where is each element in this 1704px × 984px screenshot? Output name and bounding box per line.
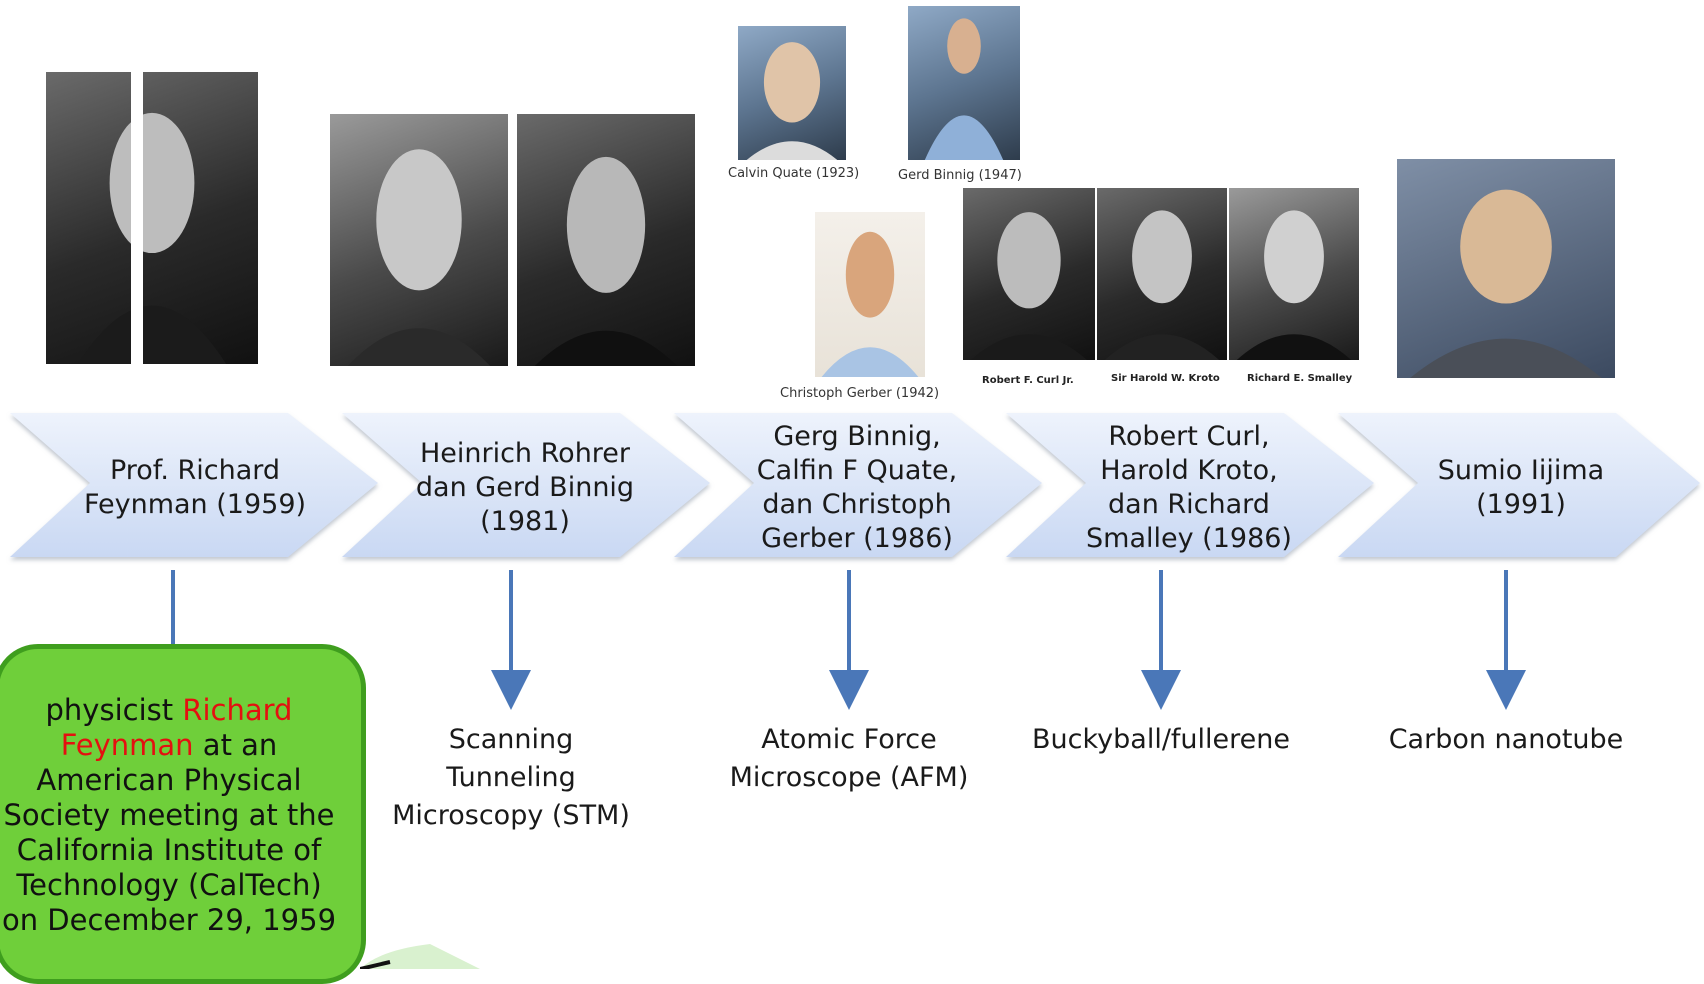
text-line: Tunneling (446, 762, 576, 793)
text-line: Microscope (AFM) (729, 762, 969, 793)
text-line: Microscopy (STM) (392, 800, 630, 831)
text-line: Buckyball/fullerene (1032, 724, 1290, 755)
binnig-photo-color (908, 6, 1020, 160)
caption-quate: Calvin Quate (1923) (728, 166, 860, 181)
event-label-afm: Gerg Binnig,Calfin F Quate,dan Christoph… (742, 413, 972, 563)
text-line: Prof. Richard (109, 455, 281, 486)
chevron-2 (342, 413, 710, 557)
text-line: Sumio Iijima (1437, 455, 1605, 486)
text-line: dan Christoph (762, 489, 952, 520)
caption-binnig: Gerd Binnig (1947) (898, 168, 1022, 183)
text-line: dan Gerd Binnig (415, 472, 635, 503)
text-line: Gerg Binnig, (773, 421, 941, 452)
smalley-photo (1229, 188, 1359, 360)
curl-photo (963, 188, 1095, 360)
feynman-note-box: physicist Richard Feynman at an American… (0, 644, 366, 984)
gerber-photo (815, 212, 925, 377)
chevron-3 (674, 413, 1042, 557)
binnig-photo-bw (517, 114, 695, 366)
caption-kroto: Sir Harold W. Kroto (1111, 373, 1220, 384)
timeline-arrows (171, 570, 1526, 710)
text-line: dan Richard (1108, 489, 1270, 520)
chevron-5 (1338, 413, 1700, 557)
iijima-photo (1397, 159, 1615, 378)
event-label-text: Sumio Iijima(1991) (1438, 454, 1604, 522)
timeline-chevrons (10, 413, 1700, 557)
caption-smalley: Richard E. Smalley (1247, 373, 1353, 384)
feynman-photo (46, 72, 258, 364)
feynman-note-text: physicist Richard Feynman at an American… (0, 693, 339, 938)
invention-bucky: Buckyball/fullerene (1011, 721, 1311, 759)
text-line: (1991) (1476, 489, 1566, 520)
text-line: Robert Curl, (1108, 421, 1270, 452)
note-highlight: Richard Feynman (60, 693, 293, 762)
rohrer-photo (330, 114, 508, 366)
text-line: Gerber (1986) (761, 523, 953, 554)
text-line: Feynman (1959) (83, 489, 307, 520)
text-line: Heinrich Rohrer (419, 438, 631, 469)
text-line: Atomic Force (761, 724, 937, 755)
caption-curl: Robert F. Curl Jr. (982, 375, 1074, 386)
quate-photo (738, 26, 846, 160)
text-line: Scanning (448, 724, 574, 755)
text-line: Harold Kroto, (1100, 455, 1278, 486)
chevron-4 (1006, 413, 1374, 557)
text-line: Smalley (1986) (1086, 523, 1292, 554)
note-corner-swoosh (360, 944, 480, 969)
chevron-1 (10, 413, 378, 557)
note-prefix: physicist (45, 693, 174, 727)
kroto-photo (1097, 188, 1227, 360)
event-label-cnt: Sumio Iijima(1991) (1406, 413, 1636, 563)
text-line: Calfin F Quate, (756, 455, 958, 486)
note-suffix: at an American Physical Society meeting … (1, 728, 337, 937)
text-line: (1981) (480, 506, 570, 537)
text-line: Carbon nanotube (1388, 724, 1624, 755)
invention-cnt: Carbon nanotube (1366, 721, 1646, 759)
caption-gerber: Christoph Gerber (1942) (780, 386, 940, 401)
event-label-text: Gerg Binnig,Calfin F Quate,dan Christoph… (757, 420, 957, 556)
